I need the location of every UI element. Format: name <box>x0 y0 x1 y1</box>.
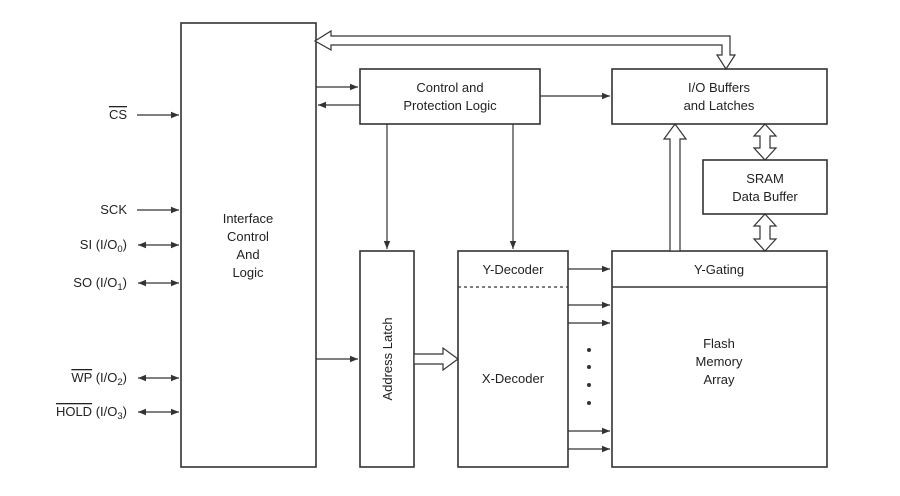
address-bus-arrow <box>413 346 460 372</box>
pin-wp-label: WP (I/O2) <box>71 370 127 388</box>
sram-ygating-double-arrow <box>752 213 778 252</box>
x-decoder-label: X-Decoder <box>482 371 545 386</box>
pin-sck-label: SCK <box>100 202 127 217</box>
io-buffers-block: I/O Buffers and Latches <box>611 68 828 125</box>
data-bus-arrow <box>313 29 737 71</box>
interface-label-3: And <box>236 247 259 262</box>
flash-label-1: Flash <box>703 336 735 351</box>
ygating-to-io-arrow <box>662 122 688 252</box>
pin-si-label: SI (I/O0) <box>80 237 127 255</box>
sram-label-2: Data Buffer <box>732 189 798 204</box>
pin-cs-label: CS <box>109 107 127 122</box>
interface-label-2: Control <box>227 229 269 244</box>
control-label-1: Control and <box>416 80 483 95</box>
flash-label-3: Array <box>703 372 735 387</box>
io-buffers-label-1: I/O Buffers <box>688 80 750 95</box>
ellipsis-dots <box>587 348 591 405</box>
interface-label-1: Interface <box>223 211 274 226</box>
address-latch-label: Address Latch <box>380 317 395 400</box>
flash-array-block: Y-Gating Flash Memory Array <box>611 250 828 468</box>
pin-hold-label: HOLD (I/O3) <box>56 404 127 422</box>
y-decoder-label: Y-Decoder <box>483 262 545 277</box>
io-sram-double-arrow <box>752 123 778 161</box>
pin-so-label: SO (I/O1) <box>73 275 127 293</box>
control-label-2: Protection Logic <box>403 98 497 113</box>
control-protection-block: Control and Protection Logic <box>359 68 541 125</box>
decoder-block: Y-Decoder X-Decoder <box>457 250 569 468</box>
interface-label-4: Logic <box>232 265 264 280</box>
interface-control-block: Interface Control And Logic <box>180 22 317 468</box>
sram-block: SRAM Data Buffer <box>702 159 828 215</box>
sram-label-1: SRAM <box>746 171 784 186</box>
y-gating-label: Y-Gating <box>694 262 744 277</box>
io-buffers-label-2: and Latches <box>684 98 755 113</box>
address-latch-block: Address Latch <box>359 250 415 468</box>
flash-label-2: Memory <box>696 354 743 369</box>
